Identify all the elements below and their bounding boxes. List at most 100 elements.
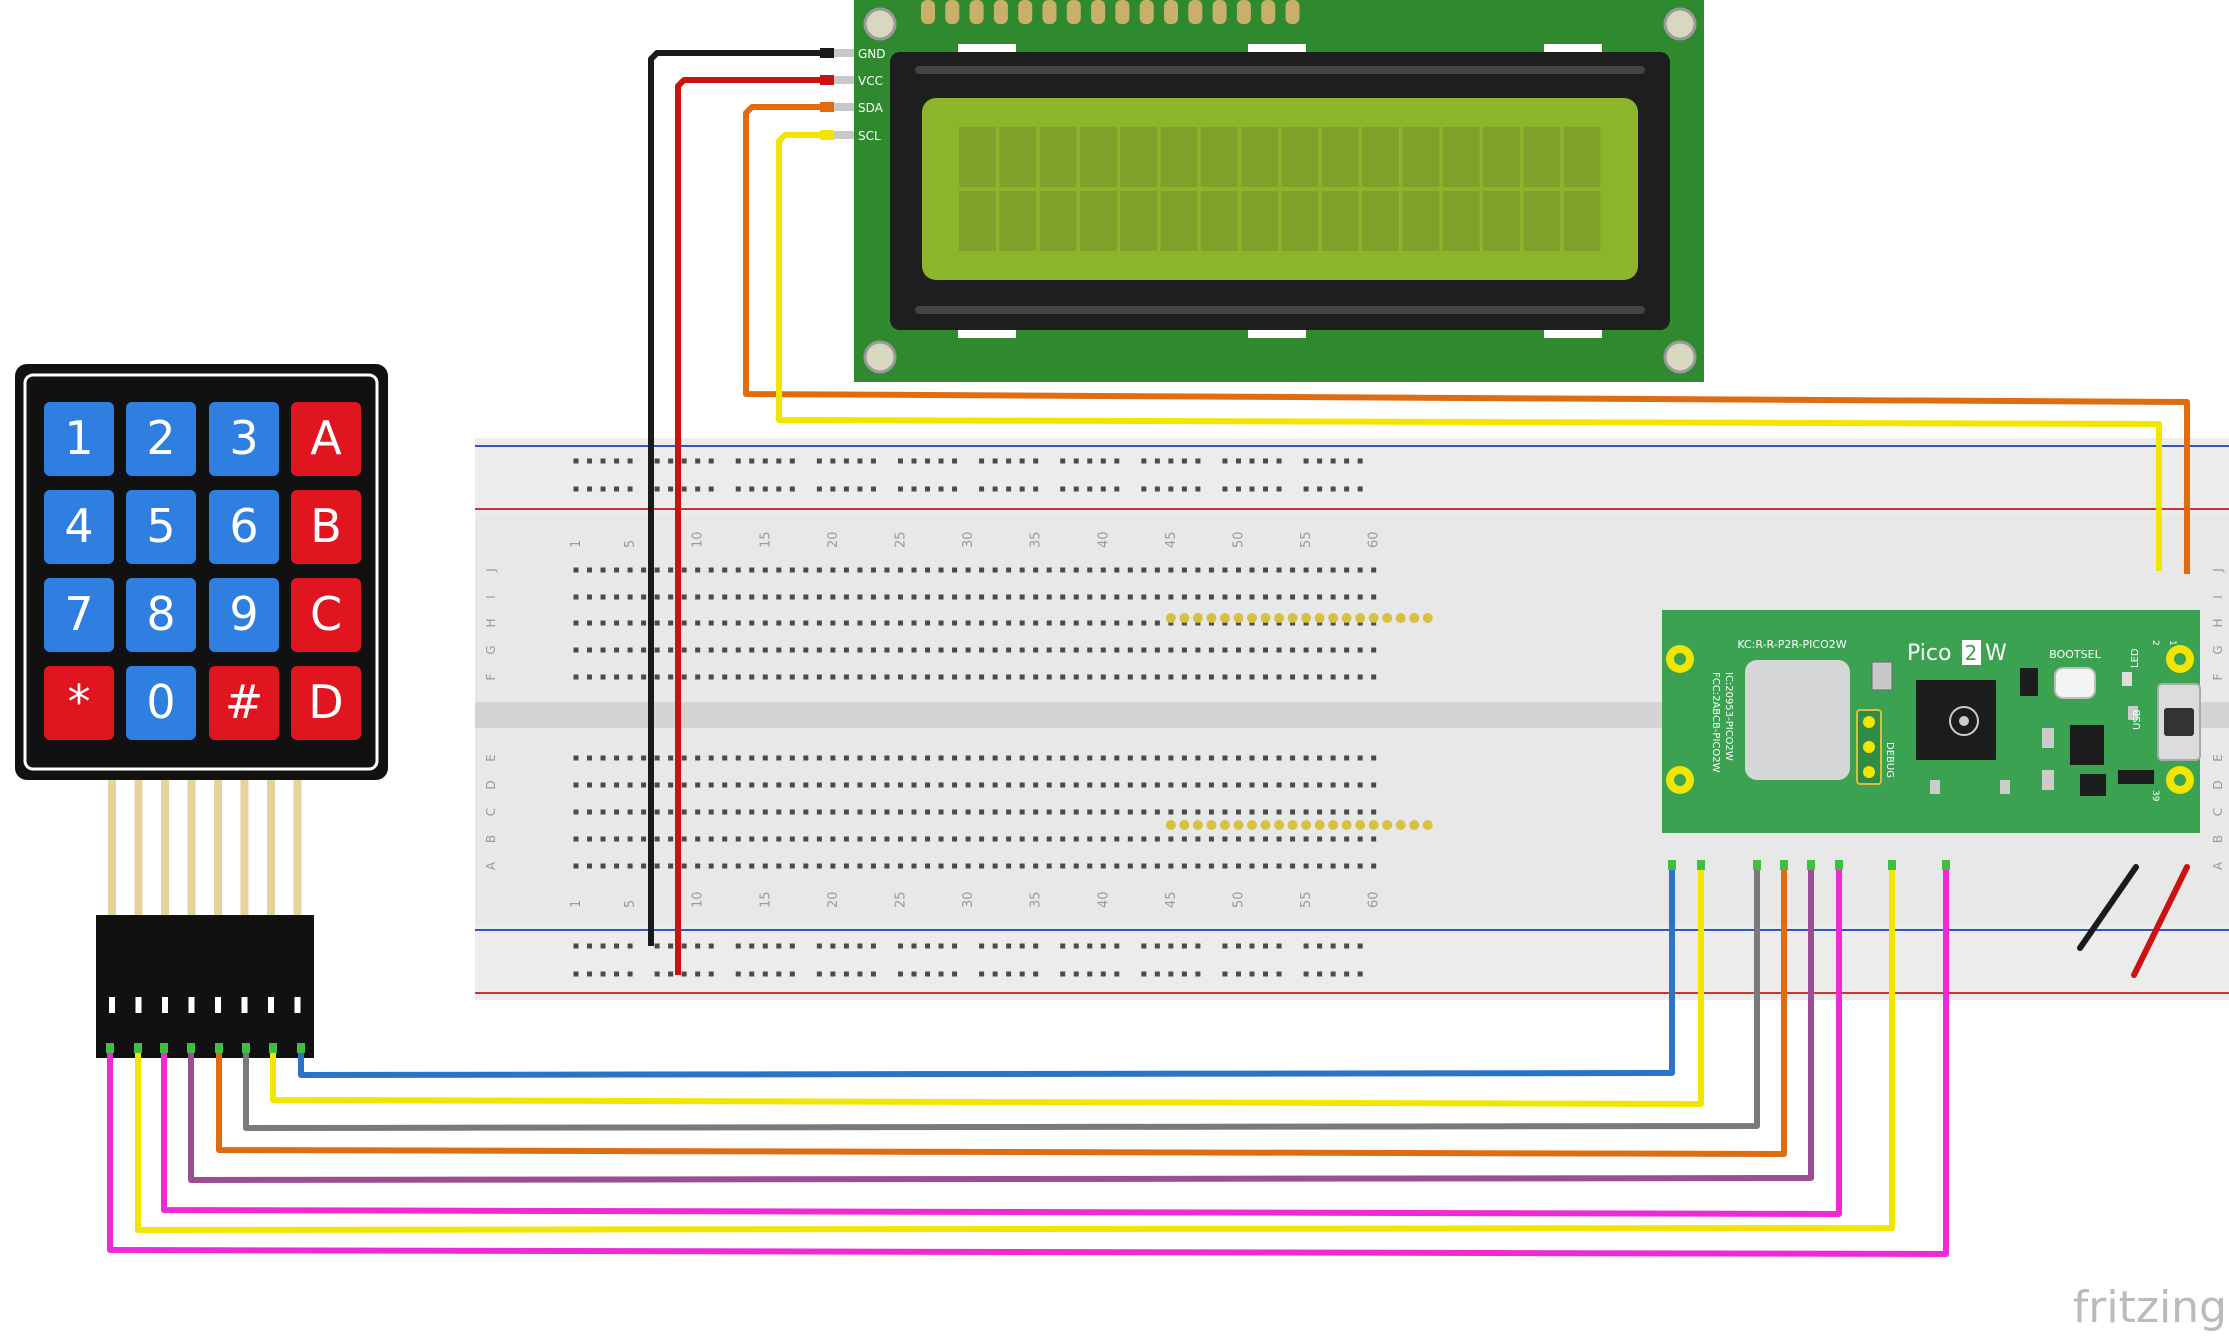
breadboard-hole (1290, 647, 1296, 653)
breadboard-hole (681, 863, 687, 869)
breadboard-hole (695, 647, 701, 653)
breadboard-hole (627, 809, 633, 815)
breadboard-hole (749, 782, 755, 788)
breadboard-rail-hole (1181, 486, 1187, 492)
breadboard-hole (1168, 647, 1174, 653)
breadboard-hole (1181, 647, 1187, 653)
breadboard-hole (776, 674, 782, 680)
breadboard-column-number: 25 (893, 891, 908, 908)
breadboard-hole (762, 567, 768, 573)
keypad-header-slot (294, 997, 301, 1013)
breadboard-hole (1290, 567, 1296, 573)
breadboard-hole (681, 594, 687, 600)
breadboard-rail-hole (897, 943, 903, 949)
breadboard-hole (1357, 782, 1363, 788)
lcd-bezel-tab (958, 44, 1016, 52)
keypad-key-cap (209, 402, 279, 476)
breadboard-hole (1208, 567, 1214, 573)
breadboard-rail-hole (992, 971, 998, 977)
lcd-pin-label: GND (858, 47, 886, 61)
lcd-pin-lead (834, 103, 854, 111)
breadboard-hole (1154, 836, 1160, 842)
breadboard-hole (1073, 594, 1079, 600)
raspberry-pi-logo-icon (1949, 706, 1979, 736)
breadboard-hole (1046, 809, 1052, 815)
breadboard-hole (789, 755, 795, 761)
breadboard-hole (1087, 647, 1093, 653)
pico-name-num-box (1962, 640, 1981, 665)
breadboard-hole (897, 755, 903, 761)
breadboard-hole (1114, 809, 1120, 815)
breadboard-hole (641, 620, 647, 626)
breadboard-hole (776, 567, 782, 573)
breadboard-hole (911, 594, 917, 600)
breadboard-rail-hole (762, 943, 768, 949)
breadboard-hole (695, 620, 701, 626)
keypad-key-cap (126, 490, 196, 564)
pico-led (2122, 672, 2132, 686)
breadboard-hole (776, 647, 782, 653)
breadboard-hole (600, 594, 606, 600)
breadboard-hole (843, 863, 849, 869)
breadboard-hole (1141, 809, 1147, 815)
lcd-bezel-slot-top (915, 66, 1645, 74)
breadboard-hole (1154, 674, 1160, 680)
breadboard-rail-hole (1006, 486, 1012, 492)
lcd-character-cell (1362, 191, 1399, 251)
breadboard-hole (762, 836, 768, 842)
breadboard-hole (1371, 594, 1377, 600)
breadboard-rail-hole (1073, 486, 1079, 492)
breadboard-hole (722, 782, 728, 788)
breadboard-hole (573, 836, 579, 842)
breadboard-hole (668, 594, 674, 600)
breadboard-rail-hole (830, 486, 836, 492)
keypad-key-cap (291, 666, 361, 740)
raspberry-pi-logo-icon-dot (1959, 716, 1969, 726)
breadboard-hole (1290, 755, 1296, 761)
lcd-bezel-tab (1248, 330, 1306, 338)
lcd-mount-hole-tl (863, 7, 897, 41)
breadboard-hole (587, 782, 593, 788)
breadboard-hole (1317, 674, 1323, 680)
breadboard-row-letter: B (2211, 835, 2225, 843)
lcd-header-pin (945, 0, 960, 24)
breadboard-rail-hole (654, 486, 660, 492)
breadboard-rail-hole (1168, 943, 1174, 949)
lcd-pin-label: SCL (858, 129, 881, 143)
breadboard-row-letter: D (484, 780, 498, 789)
breadboard-hole (1222, 809, 1228, 815)
breadboard-hole (654, 809, 660, 815)
breadboard-hole (925, 567, 931, 573)
keypad-key-label: 4 (64, 499, 93, 553)
breadboard-rail-hole (857, 943, 863, 949)
breadboard-rail-hole (1114, 486, 1120, 492)
breadboard-rail-hole (668, 971, 674, 977)
breadboard-hole (1276, 594, 1282, 600)
keypad-ribbon-trace (240, 778, 249, 918)
breadboard-hole (722, 620, 728, 626)
breadboard-hole (884, 674, 890, 680)
pico-debug-pin-2 (1863, 741, 1875, 753)
breadboard-hole (1181, 809, 1187, 815)
lcd-character-cell (1442, 191, 1480, 251)
breadboard-hole (600, 620, 606, 626)
lcd-character-cell (1402, 191, 1440, 251)
breadboard-hole (870, 647, 876, 653)
breadboard-hole (668, 620, 674, 626)
lcd-header-pin (921, 0, 935, 24)
breadboard-hole (1114, 620, 1120, 626)
breadboard-hole (654, 647, 660, 653)
breadboard-hole (897, 620, 903, 626)
breadboard-hole (1033, 674, 1039, 680)
pico-usb-label: USB (2132, 709, 2143, 730)
lcd-bezel-tab (1544, 330, 1602, 338)
breadboard-hole (695, 594, 701, 600)
breadboard-hole (870, 863, 876, 869)
breadboard-hole (830, 836, 836, 842)
breadboard-hole (1344, 594, 1350, 600)
lcd-character-cell (1362, 127, 1399, 187)
pico-pin (1422, 820, 1433, 830)
